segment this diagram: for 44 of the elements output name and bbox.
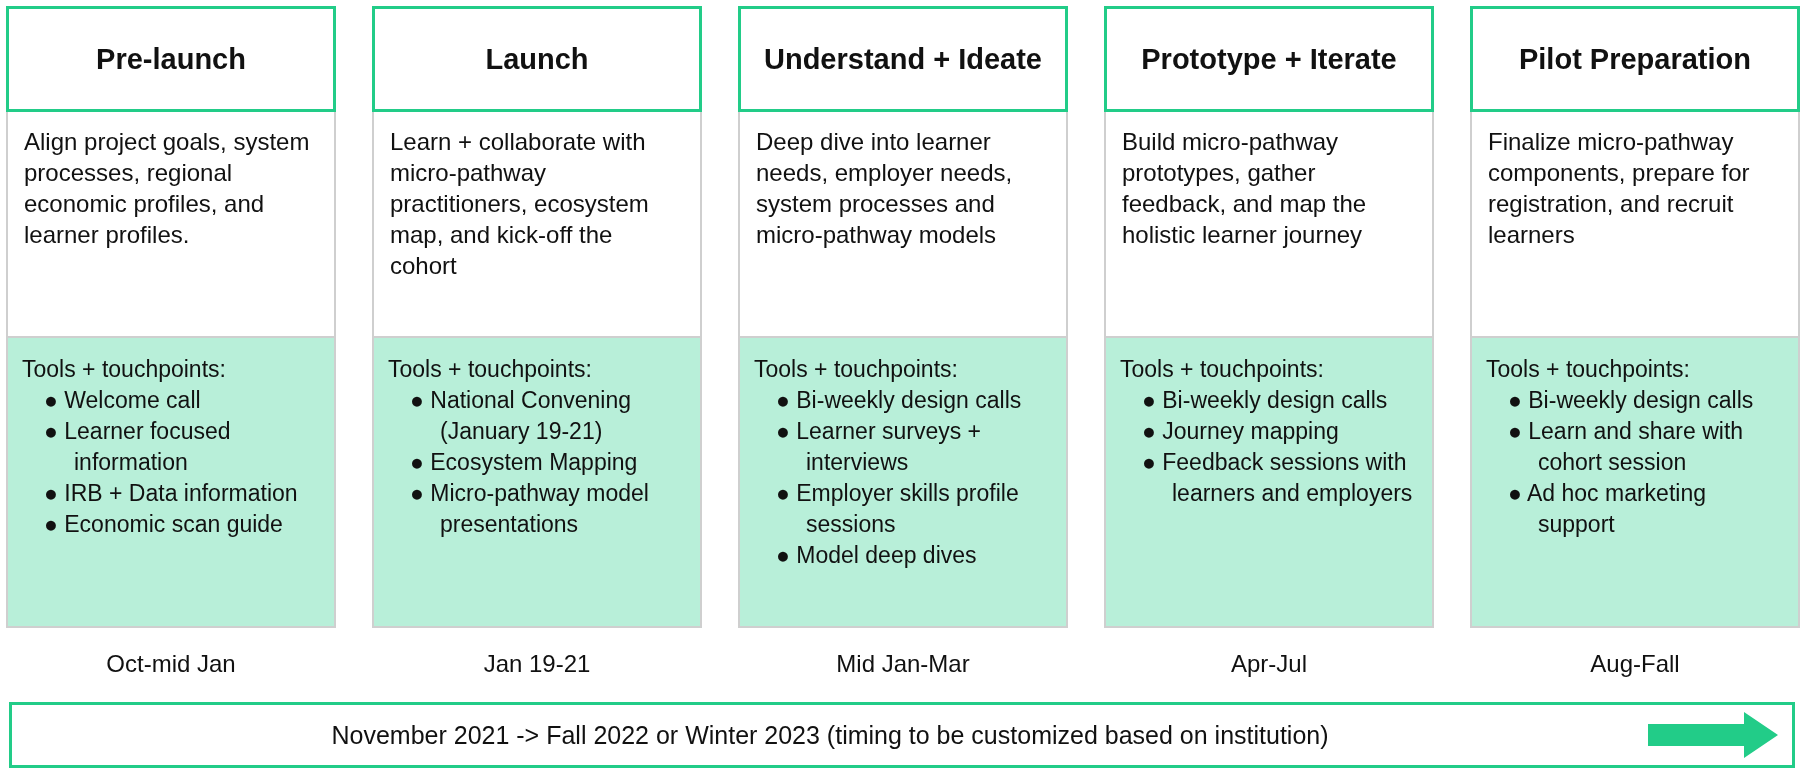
list-item: ● Micro-pathway model presentations	[410, 479, 650, 539]
list-item: ● Ecosystem Mapping	[410, 448, 639, 477]
date-label: Apr-Jul	[1230, 650, 1308, 678]
tools-panel	[738, 338, 1068, 628]
tools-panel	[1104, 338, 1434, 628]
list-item: ● Journey mapping	[1142, 417, 1340, 446]
tools-heading: Tools + touchpoints:	[22, 355, 227, 384]
tools-panel	[372, 338, 702, 628]
phase-header: Understand + Ideate	[738, 6, 1068, 112]
phase-description: Finalize micro-pathway components, prepare for registration, and recruit learners	[1470, 112, 1800, 338]
phase-header: Prototype + Iterate	[1104, 6, 1434, 112]
list-item: ● Welcome call	[44, 386, 202, 415]
list-item: ● Bi-weekly design calls	[776, 386, 1023, 415]
timeline-text: November 2021 -> Fall 2022 or Winter 2023 (timing to be customized based on institution)	[330, 720, 1330, 750]
list-item: ● Feedback sessions with learners and employers	[1142, 448, 1414, 508]
list-item: ● Ad hoc marketing support	[1508, 479, 1707, 539]
date-label: Aug-Fall	[1589, 650, 1681, 678]
list-item: ● Learner surveys + interviews	[776, 417, 982, 477]
tools-panel	[6, 338, 336, 628]
list-item: ● Bi-weekly design calls	[1142, 386, 1389, 415]
tools-heading: Tools + touchpoints:	[1486, 355, 1691, 384]
list-item: ● Employer skills profile sessions	[776, 479, 1020, 539]
list-item: ● IRB + Data information	[44, 479, 299, 508]
list-item: ● National Convening (January 19-21)	[410, 386, 633, 446]
date-label: Mid Jan-Mar	[835, 650, 971, 678]
list-item: ● Learner focused information	[44, 417, 232, 477]
phase-header: Pre-launch	[6, 6, 336, 112]
list-item: ● Learn and share with cohort session	[1508, 417, 1745, 477]
timeline-bar	[9, 702, 1795, 768]
tools-heading: Tools + touchpoints:	[754, 355, 959, 384]
tools-heading: Tools + touchpoints:	[388, 355, 593, 384]
list-item: ● Model deep dives	[776, 541, 978, 570]
phase-description: Align project goals, system processes, regional economic profiles, and learner profiles.	[6, 112, 336, 338]
phase-description: Learn + collaborate with micro-pathway practitioners, ecosystem map, and kick-off the cohort	[372, 112, 702, 338]
tools-heading: Tools + touchpoints:	[1120, 355, 1325, 384]
phase-description: Build micro-pathway prototypes, gather feedback, and map the holistic learner journey	[1104, 112, 1434, 338]
tools-panel	[1470, 338, 1800, 628]
list-item: ● Bi-weekly design calls	[1508, 386, 1755, 415]
phase-header: Launch	[372, 6, 702, 112]
date-label: Oct-mid Jan	[105, 650, 237, 678]
phase-header: Pilot Preparation	[1470, 6, 1800, 112]
date-label: Jan 19-21	[482, 650, 592, 678]
list-item: ● Economic scan guide	[44, 510, 284, 539]
phase-description: Deep dive into learner needs, employer needs, system processes and micro-pathway models	[738, 112, 1068, 338]
